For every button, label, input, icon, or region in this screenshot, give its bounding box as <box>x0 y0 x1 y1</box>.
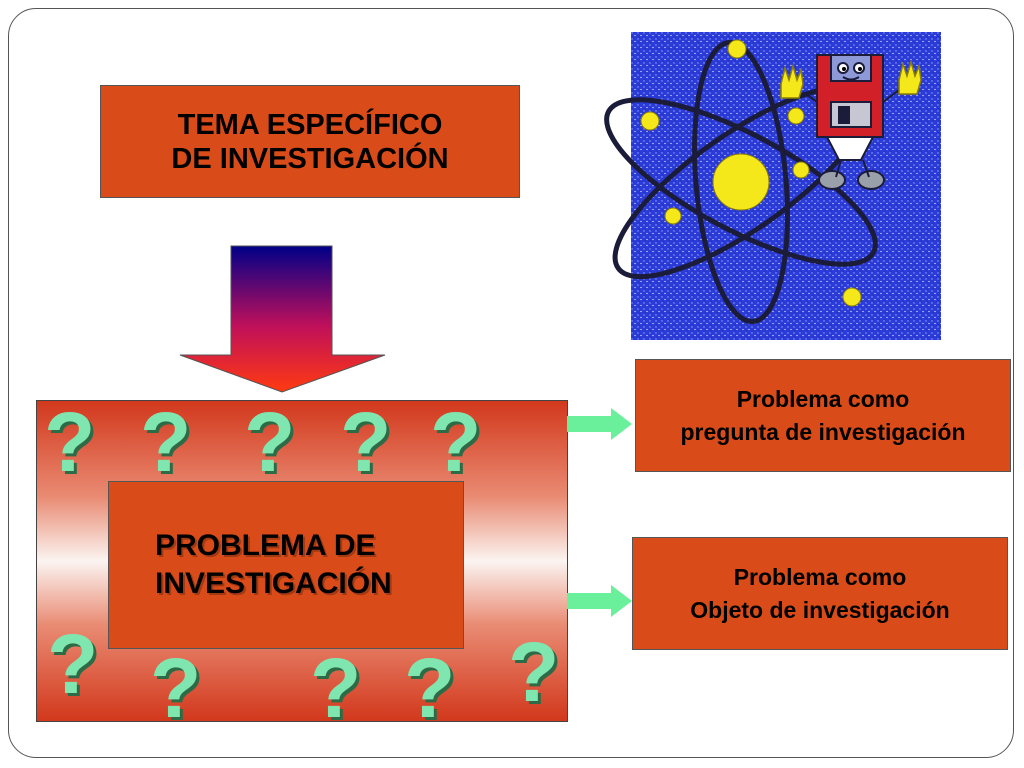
question-box-line-2: pregunta de investigación <box>680 418 966 445</box>
problem-line-2: INVESTIGACIÓN <box>155 567 392 600</box>
question-mark-icon: ? <box>244 395 296 489</box>
object-box-line-2: Objeto de investigación <box>690 596 950 623</box>
question-mark-icon: ? <box>140 395 192 489</box>
question-mark-icon: ? <box>150 641 202 735</box>
question-mark-icon: ? <box>310 641 362 735</box>
topic-line-1: TEMA ESPECÍFICO <box>177 108 443 141</box>
research-problem-box: PROBLEMA DE INVESTIGACIÓN <box>108 481 464 649</box>
atom-floppy-illustration <box>604 32 941 340</box>
question-box-line-1: Problema como <box>736 385 910 412</box>
right-arrow-icon <box>567 585 632 617</box>
object-box-line-1: Problema como <box>733 563 907 590</box>
floppy-disk-character <box>802 54 900 190</box>
problem-line-1: PROBLEMA DE <box>155 529 376 562</box>
topic-line-2: DE INVESTIGACIÓN <box>171 142 449 175</box>
question-mark-icon: ? <box>508 625 560 719</box>
specific-topic-box: TEMA ESPECÍFICO DE INVESTIGACIÓN <box>100 85 520 198</box>
right-arrow-icon <box>567 408 632 440</box>
question-mark-icon: ? <box>404 641 456 735</box>
question-mark-icon: ? <box>44 395 96 489</box>
question-mark-icon: ? <box>430 395 482 489</box>
question-mark-icon: ? <box>47 617 99 711</box>
problem-as-question-box: Problema como pregunta de investigación <box>635 359 1011 472</box>
problem-as-object-box: Problema como Objeto de investigación <box>632 537 1008 650</box>
question-mark-icon: ? <box>340 395 392 489</box>
down-arrow-icon <box>179 245 386 393</box>
